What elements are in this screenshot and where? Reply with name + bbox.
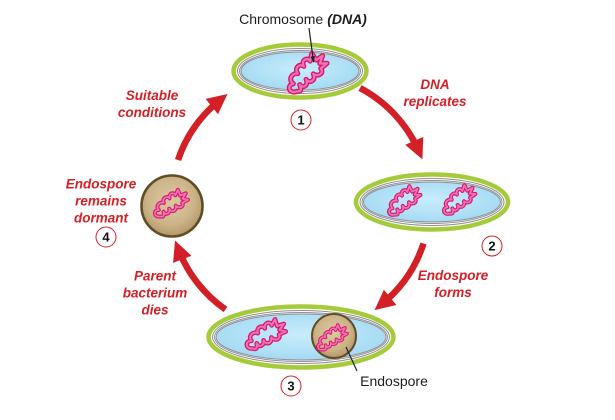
annotation-line: dormant	[73, 210, 128, 226]
stage4-annotation-endospore-remains-dormant: Endospore remains dormant	[66, 176, 137, 227]
annotation-line: remains	[75, 193, 127, 209]
annotation-line: Endospore	[65, 176, 137, 192]
transition-line: dies	[141, 302, 169, 318]
chromosome-callout-label: Chromosome (DNA)	[239, 11, 367, 27]
chromosome-callout-text: Chromosome	[239, 11, 324, 27]
chromosome-pointer-line	[308, 27, 316, 63]
stage-number-badge-4: 4	[95, 226, 117, 248]
stage-number-badge-1: 1	[290, 109, 312, 131]
transition-label-endospore-forms: Endospore forms	[418, 267, 489, 301]
transition-line: replicates	[403, 94, 467, 109]
bacterium-cell-stage2	[353, 172, 511, 232]
cell-membrane	[361, 180, 503, 224]
bacterium-cell-stage1	[231, 42, 369, 100]
arrow-stage3-to-stage4	[173, 240, 228, 313]
arrow-stage4-to-stage1	[174, 93, 228, 162]
cell-membrane	[214, 312, 388, 362]
transition-label-dna-replicates: DNA replicates	[403, 76, 466, 110]
transition-label-parent-bacterium-dies: Parent bacterium dies	[123, 268, 188, 319]
arrow-stage2-to-stage3	[374, 242, 427, 311]
transition-line: Endospore	[417, 268, 489, 283]
endospore-circle	[140, 174, 204, 238]
endospore-callout-label: Endospore	[360, 373, 428, 389]
transition-line: Parent	[133, 268, 177, 284]
transition-line: forms	[434, 285, 472, 300]
transition-line: conditions	[117, 105, 187, 120]
stage-number-badge-3: 3	[280, 375, 302, 397]
stage-number-badge-2: 2	[481, 235, 503, 257]
endospore-circle	[311, 313, 357, 359]
cytoplasm	[363, 181, 501, 223]
cycle-arrows	[173, 85, 427, 313]
transition-line: DNA	[420, 77, 450, 92]
cell-membrane	[212, 310, 390, 364]
chromosome-callout-emphasis: (DNA)	[327, 11, 367, 27]
cell-membrane	[359, 178, 505, 226]
transition-line: Suitable	[125, 88, 179, 103]
free-endospore-stage4	[140, 174, 204, 238]
endospore-pointer-line	[345, 346, 358, 372]
transition-label-suitable-conditions: Suitable conditions	[118, 87, 186, 121]
bacterium-cell-stage3	[206, 304, 396, 370]
cytoplasm	[215, 313, 387, 361]
arrow-stage1-to-stage2	[358, 85, 424, 160]
transition-line: bacterium	[122, 285, 188, 301]
